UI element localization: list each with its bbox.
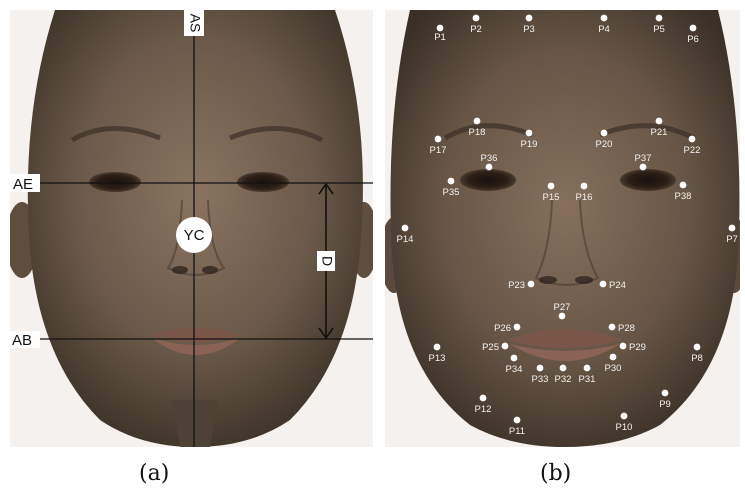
landmark-p31-dot (583, 364, 591, 372)
landmark-p24-label: P24 (609, 280, 626, 291)
landmark-p8-label: P8 (691, 353, 703, 364)
landmark-p14-label: P14 (397, 234, 414, 245)
landmark-p12-dot (479, 394, 487, 402)
distance-arrow-head-top (318, 182, 334, 195)
caption-a: (a) (139, 461, 169, 486)
landmark-p20-label: P20 (596, 139, 613, 150)
landmark-p30-dot (609, 353, 617, 361)
landmark-p1-dot (436, 24, 444, 32)
landmark-p13-label: P13 (429, 353, 446, 364)
ab-label-box (10, 331, 40, 348)
landmark-p22-label: P22 (684, 145, 701, 156)
center-label: YC (184, 227, 205, 244)
landmark-p25-label: P25 (482, 342, 499, 353)
landmark-p23-label: P23 (508, 280, 525, 291)
landmark-p21-label: P21 (651, 127, 668, 138)
as-label-box (184, 10, 204, 36)
landmark-p29-label: P29 (629, 342, 646, 353)
distance-label: D (319, 256, 335, 266)
landmark-p26-label: P26 (494, 323, 511, 334)
landmark-p34-label: P34 (506, 364, 523, 375)
landmark-p34-dot (510, 354, 518, 362)
ae-label-box (10, 174, 40, 192)
vertical-axis-label: AS (187, 14, 203, 33)
landmark-p33-dot (536, 364, 544, 372)
landmark-p7-dot (728, 224, 736, 232)
landmark-p19-label: P19 (521, 139, 538, 150)
landmark-p27-label: P27 (554, 302, 571, 313)
landmark-p6-dot (689, 24, 697, 32)
landmark-p27-dot (558, 312, 566, 320)
landmark-p21-dot (655, 117, 663, 125)
landmark-p18-label: P18 (469, 127, 486, 138)
landmark-p2-dot (472, 14, 480, 22)
landmark-p37-label: P37 (635, 153, 652, 164)
landmark-p5-label: P5 (653, 24, 665, 35)
center-marker (176, 217, 212, 253)
landmark-p23-dot (527, 280, 535, 288)
landmark-p10-label: P10 (616, 422, 633, 433)
landmark-p29-dot (619, 342, 627, 350)
landmark-p26-dot (513, 323, 521, 331)
landmark-p35-label: P35 (443, 187, 460, 198)
landmark-p5-dot (655, 14, 663, 22)
landmark-p3-label: P3 (523, 24, 535, 35)
landmark-p25-dot (501, 342, 509, 350)
landmark-p4-label: P4 (598, 24, 610, 35)
landmark-p16-label: P16 (576, 192, 593, 203)
landmark-p11-label: P11 (509, 426, 525, 437)
landmark-p30-label: P30 (605, 363, 622, 374)
landmark-p28-dot (608, 323, 616, 331)
landmark-p38-label: P38 (675, 191, 692, 202)
landmark-p7-label: P7 (726, 234, 738, 245)
landmark-p9-dot (661, 389, 669, 397)
eye-line-label: AE (13, 176, 33, 193)
d-label-box (317, 251, 335, 271)
mouth-line-label: AB (12, 332, 32, 349)
landmark-p22-dot (688, 135, 696, 143)
landmark-p20-dot (600, 129, 608, 137)
landmark-p38-dot (679, 181, 687, 189)
landmark-p35-dot (447, 177, 455, 185)
landmark-p13-dot (433, 343, 441, 351)
landmark-p16-dot (580, 182, 588, 190)
landmark-p36-label: P36 (481, 153, 498, 164)
landmark-p33-label: P33 (532, 374, 549, 385)
landmark-p9-label: P9 (659, 399, 671, 410)
landmark-p32-label: P32 (555, 374, 572, 385)
landmark-p17-dot (434, 135, 442, 143)
landmark-p8-dot (693, 343, 701, 351)
panel-a: AS AE AB YC D (10, 10, 373, 447)
landmark-p19-dot (525, 129, 533, 137)
landmark-p37-dot (639, 163, 647, 171)
landmark-p4-dot (600, 14, 608, 22)
landmark-p11-dot (513, 416, 521, 424)
landmark-p3-dot (525, 14, 533, 22)
distance-arrow-head-bottom (318, 327, 334, 340)
landmark-p12-label: P12 (475, 404, 492, 415)
landmark-p32-dot (559, 364, 567, 372)
landmark-p15-dot (547, 182, 555, 190)
landmark-p10-dot (620, 412, 628, 420)
landmark-p2-label: P2 (470, 24, 482, 35)
landmark-p6-label: P6 (687, 34, 699, 45)
landmark-p36-dot (485, 163, 493, 171)
landmark-p1-label: P1 (434, 32, 446, 43)
caption-b: (b) (540, 461, 571, 486)
landmark-p17-label: P17 (430, 145, 447, 156)
landmark-p14-dot (401, 224, 409, 232)
landmark-p28-label: P28 (618, 323, 635, 334)
landmark-p15-label: P15 (543, 192, 560, 203)
landmark-p24-dot (599, 280, 607, 288)
landmark-p18-dot (473, 117, 481, 125)
landmark-p31-label: P31 (579, 374, 596, 385)
